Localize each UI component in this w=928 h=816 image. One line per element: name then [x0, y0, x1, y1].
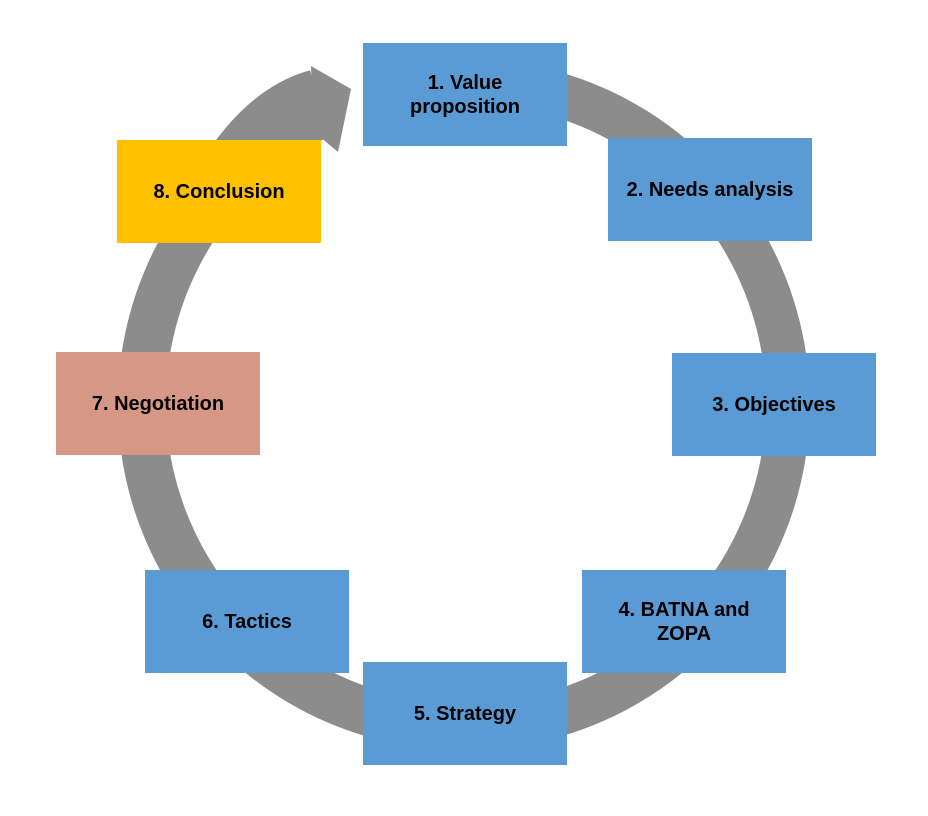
step-box-strategy: 5. Strategy	[363, 662, 567, 765]
step-box-objectives: 3. Objectives	[672, 353, 876, 456]
step-box-needs-analysis: 2. Needs analysis	[608, 138, 812, 241]
step-label-needs-analysis: 2. Needs analysis	[626, 178, 794, 201]
step-label-strategy: 5. Strategy	[413, 702, 517, 725]
step-box-conclusion: 8. Conclusion	[117, 140, 321, 243]
step-label-tactics: 6. Tactics	[202, 610, 292, 633]
arrow-head-icon	[311, 66, 351, 152]
step-label-negotiation: 7. Negotiation	[91, 392, 225, 415]
step-label-objectives: 3. Objectives	[712, 393, 836, 416]
step-label-value-proposition: 1. Value proposition	[410, 71, 520, 118]
step-label-conclusion: 8. Conclusion	[153, 180, 285, 203]
step-box-batna-zopa: 4. BATNA and ZOPA	[582, 570, 786, 673]
step-label-batna-zopa: 4. BATNA and ZOPA	[618, 598, 750, 645]
step-box-negotiation: 7. Negotiation	[56, 352, 260, 455]
step-box-tactics: 6. Tactics	[145, 570, 349, 673]
step-box-value-proposition: 1. Value proposition	[363, 43, 567, 146]
